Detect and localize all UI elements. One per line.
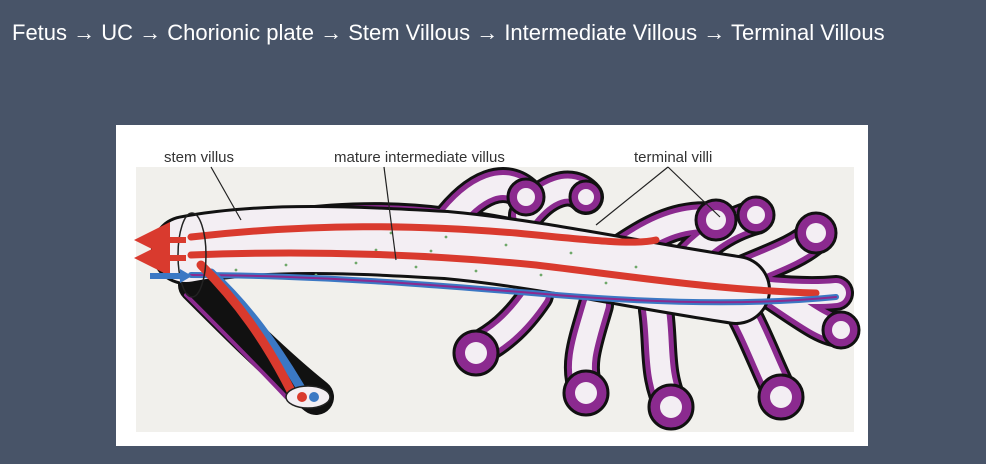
- villous-tree-figure: stem villus mature intermediate villus t…: [116, 125, 868, 446]
- villous-tree-diagram: stem villus mature intermediate villus t…: [134, 149, 861, 432]
- umbilical-cord-cross-section: [285, 385, 331, 409]
- stroma-speckles: [234, 227, 638, 285]
- villous-tree-outline: [151, 167, 861, 431]
- label-terminal-villi: terminal villi: [634, 149, 712, 166]
- slide-title: Fetus → UC → Chorionic plate → Stem Vill…: [12, 20, 885, 45]
- label-stem-villus: stem villus: [164, 149, 234, 166]
- label-mature-intermediate-villus: mature intermediate villus: [334, 149, 505, 166]
- flow-arrows: [134, 222, 192, 283]
- fetal-vessels: [184, 223, 839, 402]
- annotation-lines: [210, 166, 721, 261]
